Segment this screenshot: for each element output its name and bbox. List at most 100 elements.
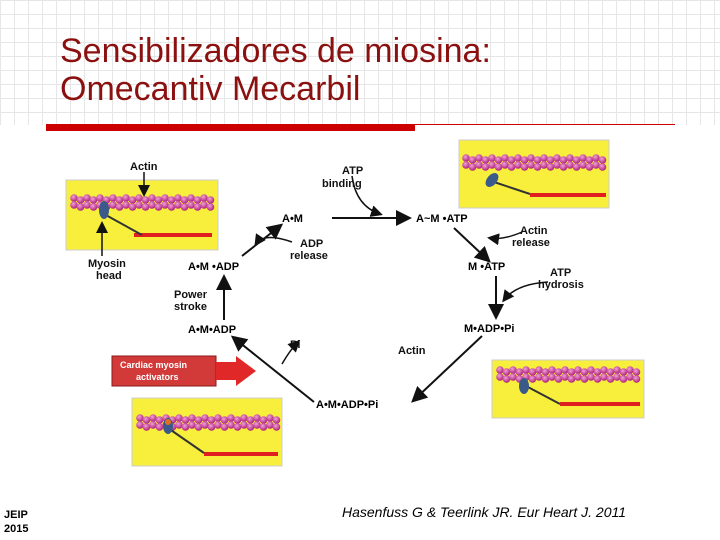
actin-bead bbox=[495, 156, 503, 164]
label-actin: Actin bbox=[130, 161, 158, 173]
actin-bead bbox=[260, 423, 268, 431]
sarcomere-panel-top-right bbox=[459, 140, 609, 208]
sarcomere-panel-bottom-left bbox=[132, 398, 282, 466]
actin-bead bbox=[514, 154, 522, 162]
arrow-actin-release bbox=[454, 228, 488, 260]
actin-bead bbox=[234, 416, 242, 424]
actin-bead bbox=[579, 161, 587, 169]
actin-bead bbox=[540, 154, 548, 162]
actin-bead bbox=[469, 156, 477, 164]
actin-bead bbox=[560, 156, 568, 164]
state-a-m-atp: A~M •ATP bbox=[416, 213, 468, 225]
actin-bead bbox=[149, 414, 157, 422]
actin-bead bbox=[633, 375, 641, 383]
actin-bead bbox=[620, 375, 628, 383]
arrow-adp-release bbox=[242, 226, 280, 256]
actin-bead bbox=[240, 421, 248, 429]
actin-bead bbox=[156, 423, 164, 431]
actin-bead bbox=[182, 416, 190, 424]
label-atp-binding-2: binding bbox=[322, 178, 362, 190]
footer-author: JEIP bbox=[4, 508, 28, 522]
cardiac-myosin-activators-callout: Cardiac myosin activators bbox=[112, 356, 256, 386]
label-myosin-head-2: head bbox=[96, 270, 122, 282]
actin-bead bbox=[529, 368, 537, 376]
slide-title: Sensibilizadores de miosina: Omecantiv M… bbox=[60, 32, 660, 108]
label-power-stroke-2: stroke bbox=[174, 301, 207, 313]
actin-bead bbox=[161, 194, 169, 202]
sarcomere-panel-top-left bbox=[66, 180, 218, 250]
actin-bead bbox=[136, 414, 144, 422]
actin-bead bbox=[273, 416, 281, 424]
state-m-atp: M •ATP bbox=[468, 261, 505, 273]
actin-bead bbox=[522, 366, 530, 374]
actin-bead bbox=[142, 203, 150, 211]
actin-bead bbox=[462, 161, 470, 169]
actin-bead bbox=[122, 201, 130, 209]
actin-bead bbox=[200, 201, 208, 209]
actin-bead bbox=[586, 156, 594, 164]
actin-bead bbox=[613, 373, 621, 381]
activator-label-2: activators bbox=[136, 372, 179, 382]
citation: Hasenfuss G & Teerlink JR. Eur Heart J. … bbox=[342, 504, 626, 520]
actin-bead bbox=[509, 373, 517, 381]
actin-bead bbox=[579, 154, 587, 162]
actin-bead bbox=[182, 423, 190, 431]
actin-bead bbox=[587, 366, 595, 374]
actin-bead bbox=[109, 194, 117, 202]
actin-bead bbox=[475, 161, 483, 169]
actin-bead bbox=[607, 375, 615, 383]
actin-bead bbox=[96, 194, 104, 202]
actin-bead bbox=[568, 368, 576, 376]
actin-bead bbox=[521, 156, 529, 164]
state-a-m-adp-bottom: A•M•ADP bbox=[188, 324, 236, 336]
actin-bead bbox=[503, 368, 511, 376]
actin-bead bbox=[594, 375, 602, 383]
actin-bead bbox=[561, 366, 569, 374]
actin-bead bbox=[594, 368, 602, 376]
actin-bead bbox=[266, 421, 274, 429]
actin-bead bbox=[201, 421, 209, 429]
label-atp-hydrosis-2: hydrosis bbox=[538, 279, 584, 291]
activator-label-1: Cardiac myosin bbox=[120, 360, 187, 370]
actin-bead bbox=[234, 423, 242, 431]
state-a-m: A•M bbox=[282, 213, 303, 225]
actin-bead bbox=[109, 201, 117, 209]
actin-bead bbox=[181, 196, 189, 204]
actin-bead bbox=[527, 161, 535, 169]
myosin-thick-filament bbox=[134, 233, 212, 237]
actin-bead bbox=[83, 201, 91, 209]
actin-bead bbox=[77, 196, 85, 204]
actin-bead bbox=[566, 161, 574, 169]
actin-bead bbox=[586, 163, 594, 171]
actin-bead bbox=[503, 375, 511, 383]
actin-bead bbox=[273, 423, 281, 431]
actin-bead bbox=[548, 366, 556, 374]
actin-bead bbox=[188, 421, 196, 429]
actin-bead bbox=[488, 154, 496, 162]
activator-arrow-icon bbox=[216, 356, 256, 386]
actin-bead bbox=[77, 203, 85, 211]
actin-bead bbox=[155, 196, 163, 204]
actin-bead bbox=[599, 156, 607, 164]
actin-bead bbox=[581, 375, 589, 383]
actin-bead bbox=[555, 368, 563, 376]
actin-bead bbox=[207, 203, 215, 211]
crossbridge-cycle-svg: Actin Myosin head ATP binding ADP releas… bbox=[64, 136, 654, 476]
actin-bead bbox=[149, 421, 157, 429]
actin-bead bbox=[175, 421, 183, 429]
actin-bead bbox=[174, 201, 182, 209]
actin-bead bbox=[501, 154, 509, 162]
crossbridge-cycle-diagram: Actin Myosin head ATP binding ADP releas… bbox=[64, 136, 654, 476]
actin-bead bbox=[527, 154, 535, 162]
actin-bead bbox=[195, 423, 203, 431]
actin-bead bbox=[555, 375, 563, 383]
slide-title-line-2: Omecantiv Mecarbil bbox=[60, 70, 660, 108]
actin-bead bbox=[561, 373, 569, 381]
actin-bead bbox=[495, 163, 503, 171]
actin-bead bbox=[200, 194, 208, 202]
actin-bead bbox=[482, 156, 490, 164]
actin-bead bbox=[626, 366, 634, 374]
title-underline-thick bbox=[46, 124, 415, 131]
footer-year: 2015 bbox=[4, 522, 28, 536]
label-adp-release-1: ADP bbox=[300, 238, 323, 250]
